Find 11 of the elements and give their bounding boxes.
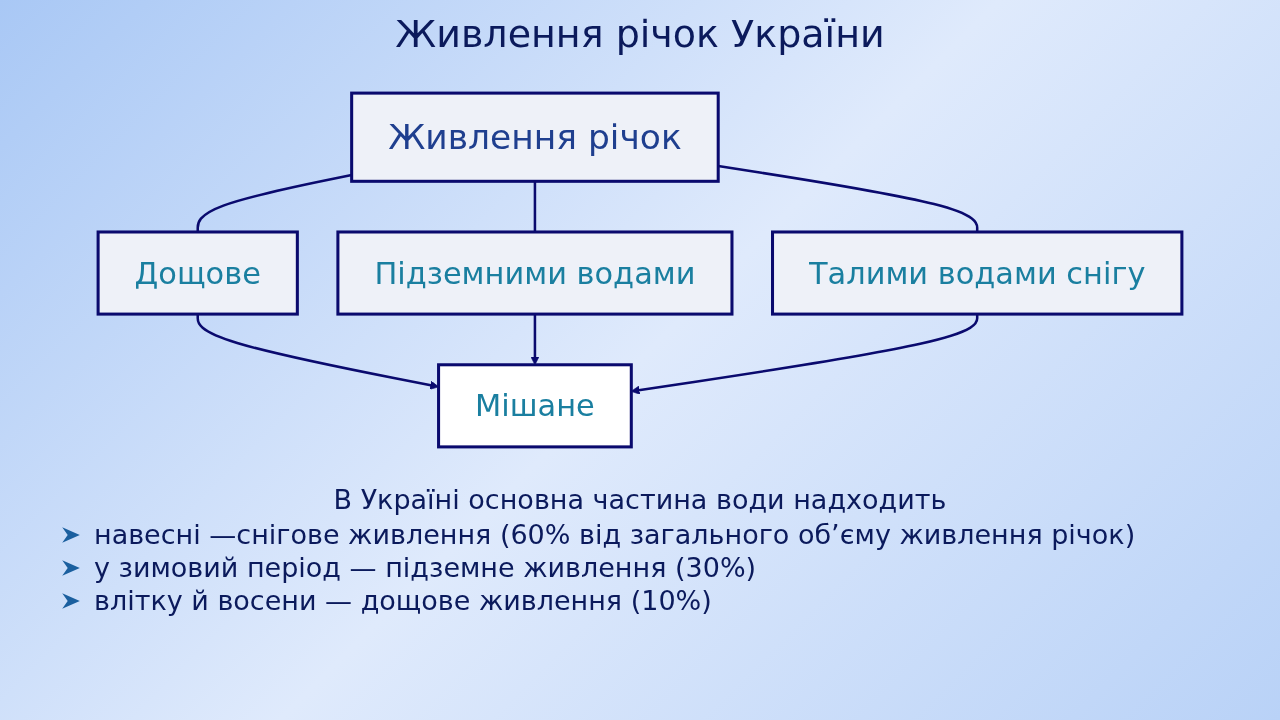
node-box: Живлення річок xyxy=(350,91,720,183)
bullet-text: навесні —снігове живлення (60% від загального об’єму живлення річок) xyxy=(94,519,1136,550)
node-box: Талими водами снігу xyxy=(771,230,1184,316)
node-box: Мішане xyxy=(437,363,633,449)
intro-text: В Україні основна частина води надходить xyxy=(332,484,948,515)
diagram-title: Живлення річок України xyxy=(394,12,886,56)
bullet-text: у зимовий період — підземне живлення (30%) xyxy=(94,552,757,583)
node-box: Підземними водами xyxy=(336,230,734,316)
connector xyxy=(533,181,537,232)
bullet-text: влітку й восени — дощове живлення (10%) xyxy=(94,585,712,616)
node-box: Дощове xyxy=(96,230,299,316)
